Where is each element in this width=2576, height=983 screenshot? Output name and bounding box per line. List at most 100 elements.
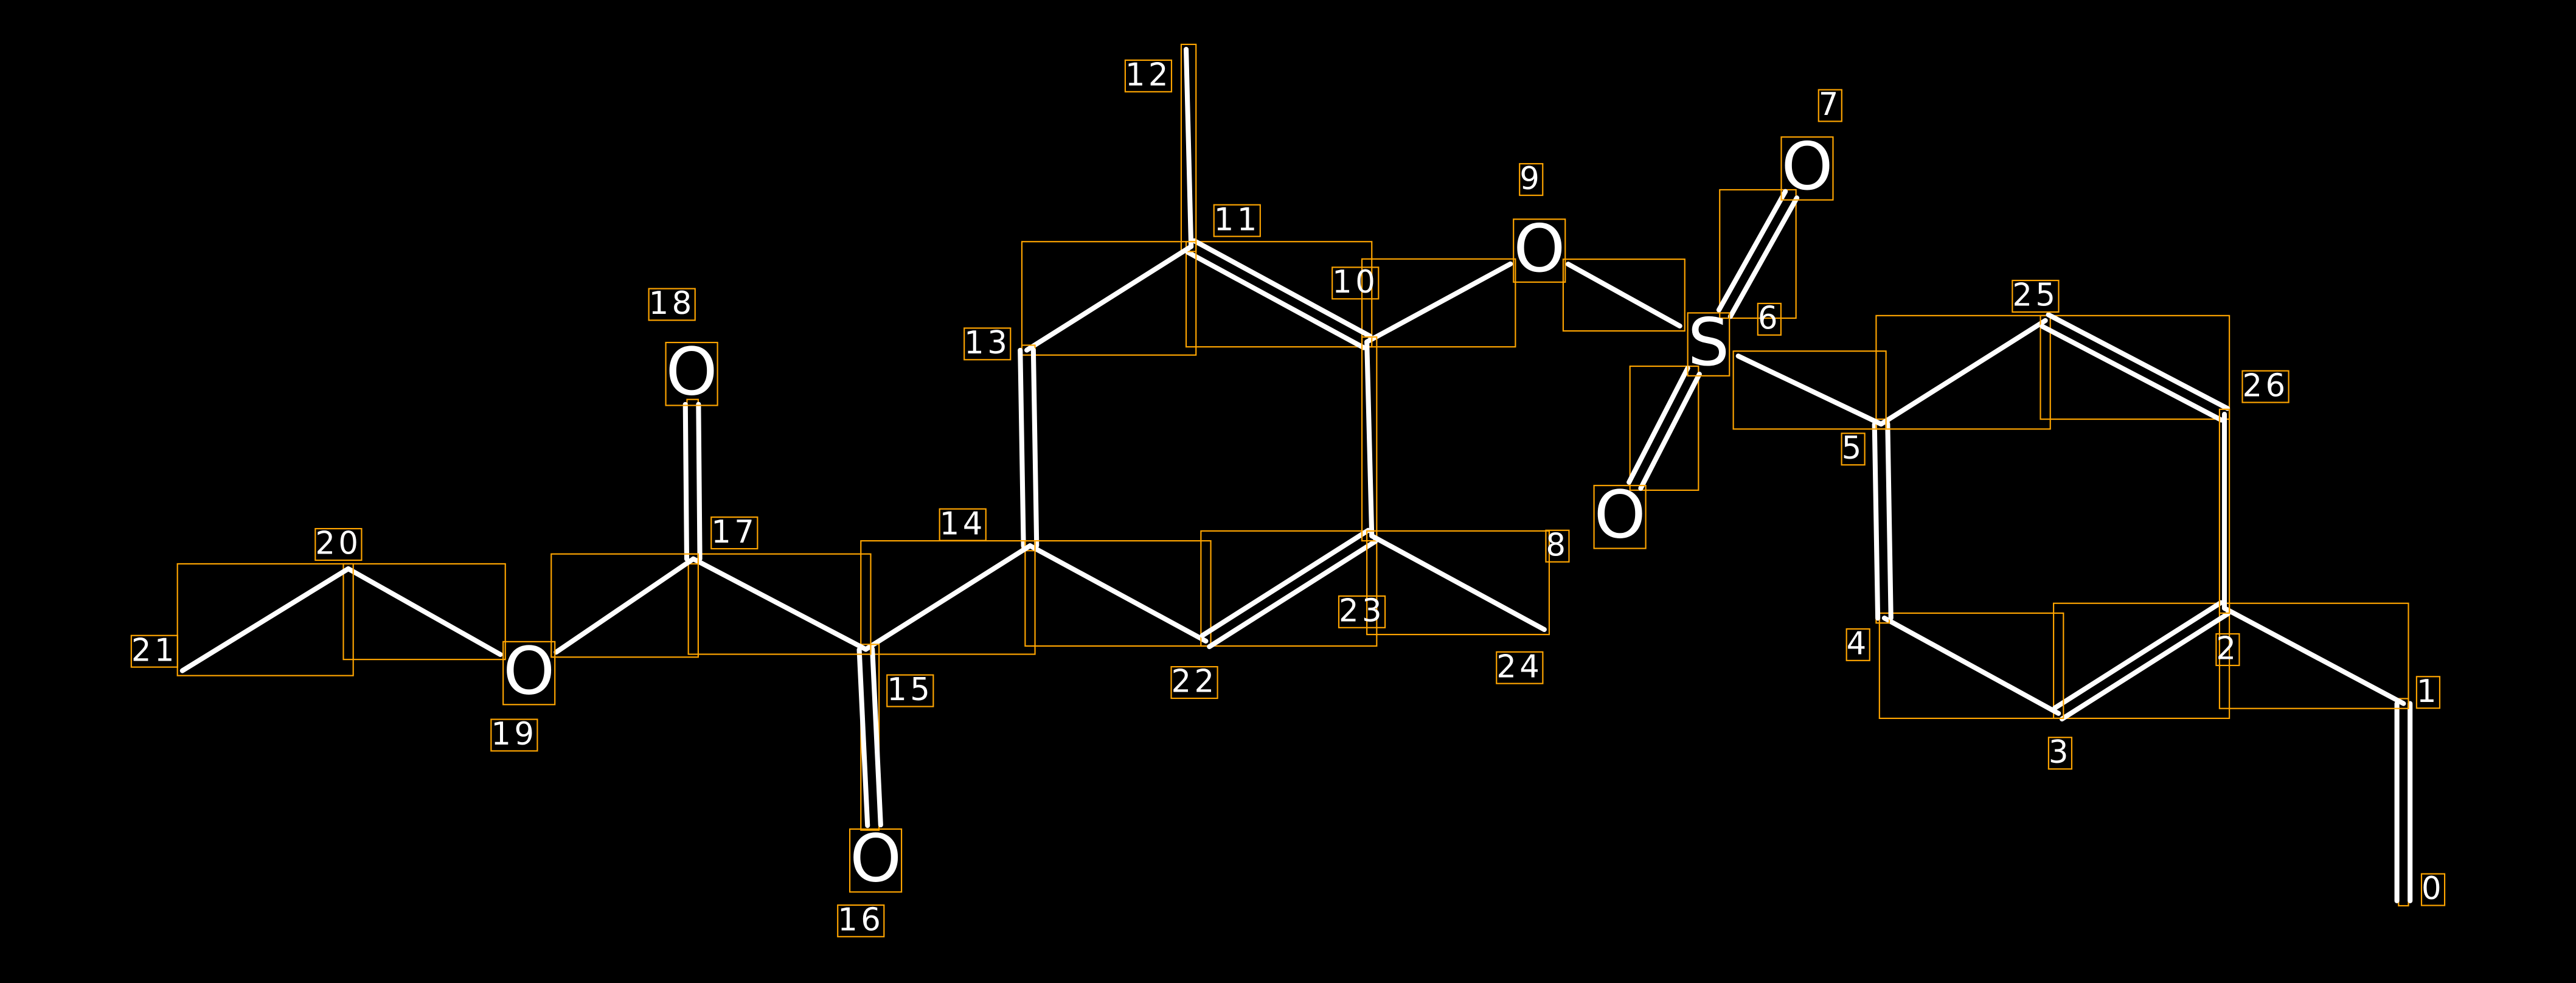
atom-index-label: 25 bbox=[2012, 277, 2058, 314]
double-bond-line bbox=[1716, 189, 1788, 313]
label-bounding-box bbox=[1519, 163, 1544, 196]
single-bond bbox=[1735, 353, 1884, 427]
double-bond-line bbox=[870, 646, 883, 828]
bond-bounding-box bbox=[860, 644, 880, 831]
label-bounding-box bbox=[939, 508, 987, 541]
double-bond-line bbox=[856, 647, 870, 828]
double-bond-line bbox=[1030, 347, 1040, 549]
label-bounding-box bbox=[648, 288, 696, 321]
bond-bounding-box bbox=[1021, 241, 1197, 356]
single-bond bbox=[1024, 244, 1194, 353]
label-bounding-box bbox=[1757, 302, 1782, 336]
double-bond-line bbox=[1872, 422, 1881, 621]
atom-index-label: 10 bbox=[1332, 264, 1378, 300]
double-bond-line bbox=[2046, 312, 2231, 411]
label-bounding-box bbox=[1841, 432, 1866, 466]
atom-index-label: 20 bbox=[315, 526, 361, 562]
single-bond bbox=[863, 543, 1033, 652]
atom-index-label: 19 bbox=[491, 716, 537, 752]
bond-bounding-box bbox=[342, 563, 506, 661]
label-bounding-box bbox=[2420, 873, 2446, 906]
bond-bounding-box bbox=[1361, 258, 1516, 348]
single-bond bbox=[554, 556, 696, 655]
atom-index-label: 12 bbox=[1125, 57, 1172, 94]
atom-index-label: 16 bbox=[838, 902, 884, 939]
atom-index-label: 21 bbox=[131, 632, 178, 669]
single-bond bbox=[1364, 261, 1513, 345]
atom-symbol-o: O bbox=[850, 821, 901, 897]
atom-index-label: 14 bbox=[940, 505, 986, 542]
bond-bounding-box bbox=[2398, 698, 2409, 907]
double-bond-line bbox=[1185, 249, 1367, 350]
atom-index-label: 0 bbox=[2422, 870, 2445, 907]
atom-symbol-o: O bbox=[1513, 211, 1565, 287]
bond-bounding-box bbox=[1719, 189, 1797, 319]
label-bounding-box bbox=[1331, 266, 1380, 300]
label-bounding-box bbox=[314, 528, 363, 561]
single-bond bbox=[1881, 616, 2061, 716]
bond-bounding-box bbox=[2053, 602, 2231, 720]
bond-bounding-box bbox=[1562, 259, 1686, 332]
bond-bounding-box bbox=[1732, 350, 1887, 430]
label-bounding-box bbox=[1545, 529, 1570, 563]
double-bond-line bbox=[2052, 600, 2224, 710]
atom-bounding-box bbox=[1687, 312, 1731, 377]
double-bond-line bbox=[1192, 238, 1373, 339]
atom-index-label: 2 bbox=[2216, 631, 2239, 667]
single-bond bbox=[179, 566, 351, 673]
label-bounding-box bbox=[1496, 651, 1544, 684]
label-bounding-box bbox=[1845, 628, 1870, 661]
atom-symbol-s: S bbox=[1688, 305, 1730, 381]
atom-symbol-o: O bbox=[1781, 129, 1833, 205]
bond-bounding-box bbox=[1180, 43, 1197, 252]
label-bounding-box bbox=[2012, 279, 2060, 313]
atom-index-label: 9 bbox=[1519, 161, 1543, 197]
double-bond-line bbox=[1018, 347, 1026, 549]
double-bond-line bbox=[1638, 372, 1702, 491]
single-bond bbox=[2221, 605, 2406, 706]
label-bounding-box bbox=[886, 674, 934, 707]
single-bond bbox=[1369, 533, 1547, 633]
label-bounding-box bbox=[1124, 59, 1173, 92]
atom-bounding-box bbox=[849, 828, 903, 893]
atom-index-label: 18 bbox=[649, 285, 695, 322]
atom-index-label: 23 bbox=[1339, 592, 1385, 629]
single-bond bbox=[690, 556, 869, 652]
double-bond-line bbox=[1199, 527, 1371, 638]
atom-bounding-box bbox=[1513, 218, 1566, 283]
bond-bounding-box bbox=[2040, 314, 2231, 420]
label-bounding-box bbox=[1213, 204, 1261, 237]
label-bounding-box bbox=[2215, 633, 2240, 667]
bond-bounding-box bbox=[1875, 314, 2051, 430]
atom-index-label: 11 bbox=[1214, 201, 1260, 238]
double-bond-line bbox=[1727, 195, 1800, 319]
label-bounding-box bbox=[837, 904, 885, 937]
double-bond-line bbox=[682, 401, 690, 561]
atom-index-label: 3 bbox=[2049, 734, 2072, 771]
atom-index-label: 24 bbox=[1496, 648, 1543, 685]
double-bond-line bbox=[1626, 366, 1690, 485]
atom-index-label: 6 bbox=[1758, 300, 1781, 336]
bond-bounding-box bbox=[2218, 408, 2231, 614]
bond-bounding-box bbox=[2218, 602, 2409, 709]
atom-index-label: 15 bbox=[887, 672, 933, 708]
atom-index-label: 13 bbox=[964, 325, 1010, 361]
bond-bounding-box bbox=[687, 553, 872, 655]
single-bond bbox=[1364, 339, 1375, 539]
bond-bounding-box bbox=[1200, 530, 1378, 647]
label-bounding-box bbox=[130, 634, 179, 668]
double-bond-line bbox=[696, 401, 703, 561]
label-bounding-box bbox=[2415, 676, 2441, 709]
bond-bounding-box bbox=[1185, 241, 1373, 348]
atom-index-label: 7 bbox=[1819, 86, 1842, 123]
atom-bounding-box bbox=[1593, 485, 1647, 549]
atom-symbol-o: O bbox=[1594, 478, 1646, 554]
atom-symbol-o: O bbox=[503, 633, 555, 709]
single-bond bbox=[1565, 262, 1682, 328]
atom-index-label: 8 bbox=[1546, 527, 1569, 563]
atom-index-label: 22 bbox=[1171, 664, 1217, 700]
single-bond bbox=[345, 566, 503, 658]
double-bond-line bbox=[1885, 421, 1894, 620]
label-bounding-box bbox=[490, 718, 538, 752]
